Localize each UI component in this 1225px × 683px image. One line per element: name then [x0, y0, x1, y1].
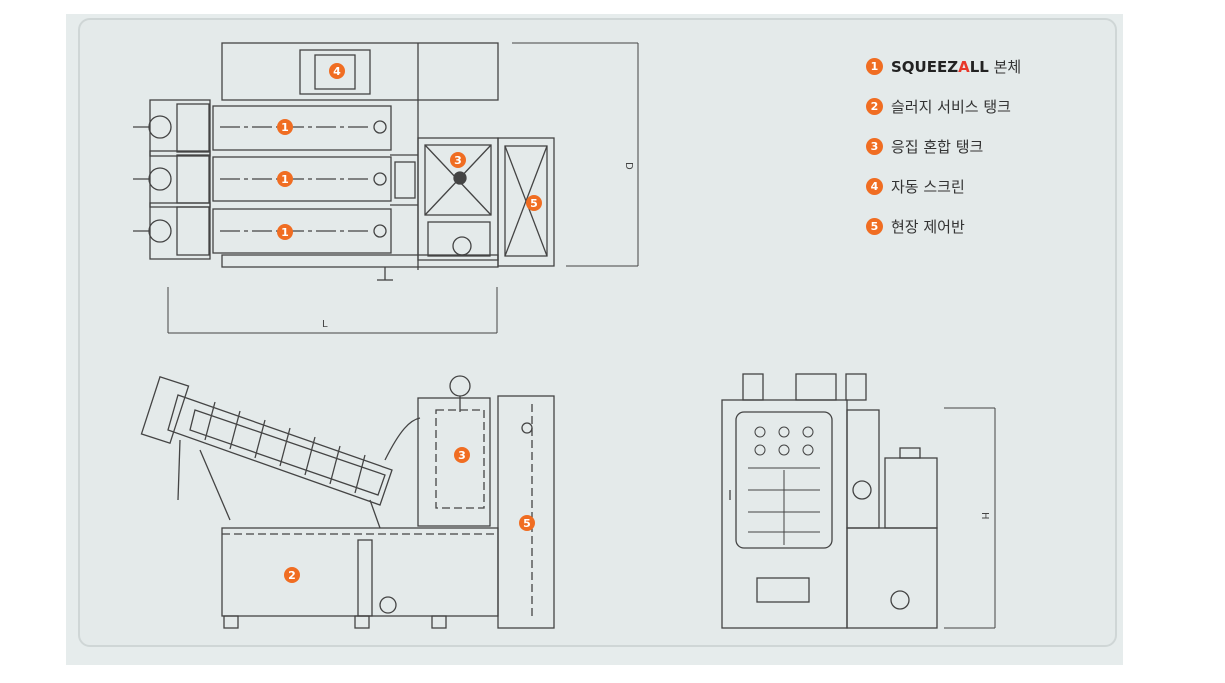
legend-item-1: 1 SQUEEZALL 본체 — [866, 56, 1021, 76]
legend-label-1: SQUEEZALL 본체 — [891, 57, 1022, 76]
marker-top-unit-1: 1 — [277, 119, 293, 135]
legend-label-2: 슬러지 서비스 탱크 — [891, 97, 1011, 116]
marker-top-unit-3: 1 — [277, 224, 293, 240]
svg-text:1: 1 — [281, 226, 289, 239]
top-screen-box — [299, 49, 371, 95]
top-upper-housing — [221, 42, 499, 101]
marker-top-mixing: 3 — [450, 152, 466, 168]
svg-text:2: 2 — [288, 569, 296, 582]
svg-text:1: 1 — [281, 121, 289, 134]
legend-item-5: 5 현장 제어반 — [866, 216, 1021, 236]
legend-label-4: 자동 스크린 — [891, 177, 965, 196]
legend-item-4: 4 자동 스크린 — [866, 176, 1021, 196]
legend-item-3: 3 응집 혼합 탱크 — [866, 136, 1021, 156]
legend-item-2: 2 슬러지 서비스 탱크 — [866, 96, 1021, 116]
front-panel-window — [735, 411, 833, 549]
side-view — [140, 375, 555, 629]
legend-label-5: 현장 제어반 — [891, 217, 965, 236]
side-mixing-tank — [417, 397, 491, 527]
svg-text:5: 5 — [523, 517, 531, 530]
callout-markers: 1 1 1 4 3 5 2 3 — [277, 63, 542, 583]
svg-text:4: 4 — [333, 65, 341, 78]
front-view: H — [721, 373, 996, 629]
front-side-unit — [846, 409, 880, 529]
dim-length-label: L — [322, 319, 328, 330]
side-control-panel — [497, 395, 555, 629]
svg-text:3: 3 — [458, 449, 466, 462]
legend-num-2: 2 — [866, 97, 883, 115]
side-screw-unit — [167, 394, 393, 506]
marker-top-screen: 4 — [329, 63, 345, 79]
dim-height-label: H — [979, 512, 990, 520]
brand-name: SQUEEZALL — [891, 57, 989, 76]
marker-side-panel: 5 — [519, 515, 535, 531]
top-unit-row-1 — [133, 99, 392, 157]
top-view: D L — [133, 42, 639, 334]
legend-num-5: 5 — [866, 217, 883, 235]
legend-num-3: 3 — [866, 137, 883, 155]
svg-text:1: 1 — [281, 173, 289, 186]
legend-label-3: 응집 혼합 탱크 — [891, 137, 984, 156]
marker-top-unit-2: 1 — [277, 171, 293, 187]
top-unit-row-3 — [133, 202, 392, 260]
svg-text:5: 5 — [530, 197, 538, 210]
side-sludge-tank — [221, 527, 499, 617]
side-drive-motor — [140, 376, 190, 444]
marker-top-panel: 5 — [526, 195, 542, 211]
legend-num-4: 4 — [866, 177, 883, 195]
svg-text:3: 3 — [454, 154, 462, 167]
marker-side-mixing: 3 — [454, 447, 470, 463]
marker-side-tank: 2 — [284, 567, 300, 583]
top-control-panel — [497, 137, 555, 267]
legend: 1 SQUEEZALL 본체 2 슬러지 서비스 탱크 3 응집 혼합 탱크 4… — [866, 56, 1021, 256]
top-unit-row-2 — [133, 150, 392, 208]
dim-depth-label: D — [623, 162, 634, 170]
legend-num-1: 1 — [866, 57, 883, 75]
